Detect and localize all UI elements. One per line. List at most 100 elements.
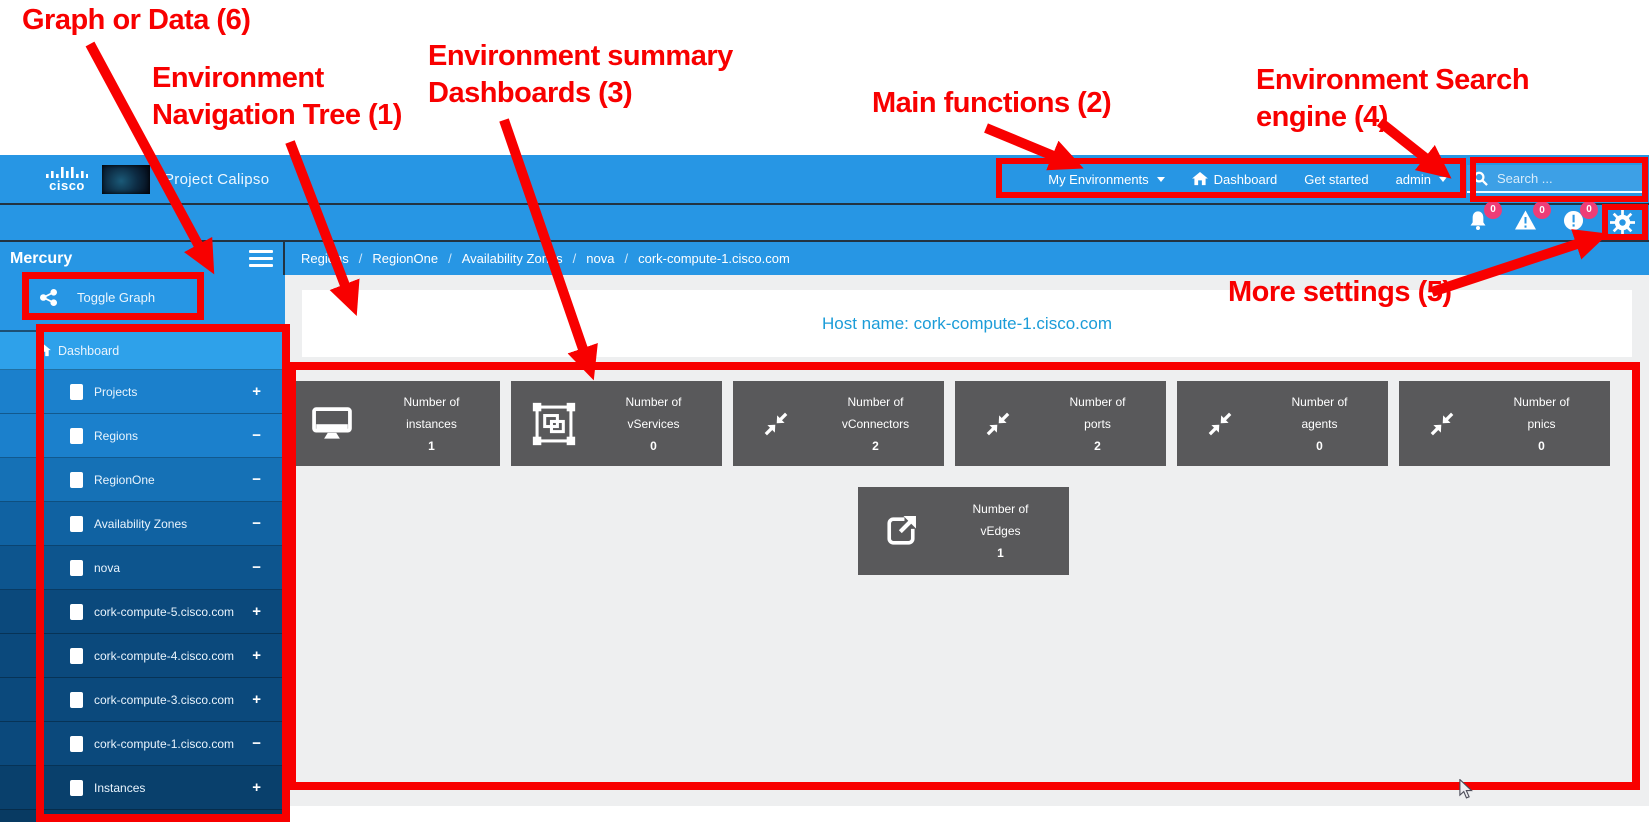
menu-admin[interactable]: admin [1396, 172, 1447, 187]
menu-get-started[interactable]: Get started [1304, 171, 1369, 187]
annotation-main-functions: Main functions (2) [872, 87, 1112, 119]
notification-count-badge: 0 [1484, 200, 1502, 219]
sidebar-item-partial [0, 810, 285, 822]
caret-down-icon [1156, 176, 1165, 182]
compress-arrows-icon [733, 409, 819, 439]
expand-icon[interactable]: + [252, 383, 261, 400]
sidebar-item-regionone[interactable]: RegionOne− [0, 458, 285, 502]
settings-gear-button[interactable] [1610, 210, 1635, 235]
sidebar-item-label: Projects [94, 384, 138, 399]
main-menu: My Environments Dashboard Get started ad… [1048, 172, 1447, 187]
annotation-nav-tree: Environment Navigation Tree (1) [152, 62, 402, 131]
annotation-more-settings: More settings (5) [1228, 276, 1452, 308]
card-count: 1 [428, 438, 435, 453]
breadcrumb-item-nova[interactable]: nova [586, 251, 615, 266]
collapse-icon[interactable]: − [252, 559, 261, 576]
sidebar-item-label: cork-compute-3.cisco.com [94, 692, 235, 707]
notification-warning-triangle[interactable]: 0 [1514, 201, 1551, 235]
collapse-icon[interactable]: − [252, 735, 261, 752]
card-line1: Number of [1513, 394, 1570, 409]
sidebar-item-availability-zones[interactable]: Availability Zones− [0, 502, 285, 546]
menu-dashboard[interactable]: Dashboard [1191, 172, 1277, 187]
search-input[interactable] [1495, 169, 1637, 187]
sidebar-item-label: cork-compute-1.cisco.com [94, 736, 235, 751]
sidebar-item-regions[interactable]: Regions− [0, 414, 285, 458]
compress-arrows-icon [1177, 409, 1263, 439]
document-icon [70, 603, 83, 620]
breadcrumb: Regions/RegionOne/Availability Zones/nov… [301, 251, 790, 266]
caret-down-icon [1439, 176, 1447, 182]
menu-my-environments[interactable]: My Environments [1048, 172, 1165, 187]
sidebar-item-label: cork-compute-4.cisco.com [94, 648, 235, 663]
sidebar-item-instances[interactable]: Instances + [0, 766, 285, 810]
sidebar-item-label: Instances [94, 780, 146, 795]
cisco-logo: cisco [46, 166, 88, 192]
card-line1: Number of [625, 394, 682, 409]
document-icon [70, 559, 83, 576]
card-line2: instances [406, 416, 457, 431]
breadcrumb-item-cork-compute-1-cisco-com[interactable]: cork-compute-1.cisco.com [638, 251, 790, 266]
card-line1: Number of [403, 394, 460, 409]
document-icon [70, 735, 83, 752]
card-count: 2 [872, 438, 879, 453]
sidebar-item-nova[interactable]: nova− [0, 546, 285, 590]
expand-icon[interactable]: + [252, 779, 261, 796]
expand-icon[interactable]: + [252, 603, 261, 620]
sidebar-item-cork-compute-1-cisco-com[interactable]: cork-compute-1.cisco.com − [0, 722, 285, 766]
card-line2: vEdges [980, 524, 1021, 538]
breadcrumb-bar: Regions/RegionOne/Availability Zones/nov… [285, 242, 1649, 275]
document-icon [70, 383, 83, 400]
brand-area: cisco Project Calipso [0, 164, 269, 194]
hamburger-menu-icon[interactable] [249, 250, 273, 267]
breadcrumb-item-availability-zones[interactable]: Availability Zones [461, 251, 563, 266]
document-icon [70, 647, 83, 664]
document-icon [70, 691, 83, 708]
toggle-graph-button[interactable]: Toggle Graph [0, 275, 285, 306]
document-icon [70, 515, 83, 532]
calipso-logo-image [102, 164, 150, 194]
document-icon [70, 471, 83, 488]
expand-icon[interactable]: + [252, 691, 261, 708]
breadcrumb-item-regionone[interactable]: RegionOne [372, 251, 439, 266]
sidebar-item-projects[interactable]: Projects + [0, 370, 285, 414]
collapse-icon[interactable]: − [252, 515, 261, 532]
notification-error-circle[interactable]: 0 [1563, 200, 1598, 236]
card-line1: Number of [847, 394, 904, 409]
toggle-graph-section: Toggle Graph [0, 275, 285, 332]
bell-icon [1468, 210, 1488, 236]
breadcrumb-item-regions[interactable]: Regions [301, 251, 349, 266]
error-circle-icon [1563, 210, 1584, 236]
document-icon [70, 779, 83, 796]
annotation-graph-or-data: Graph or Data (6) [22, 4, 251, 36]
card-count: 1 [997, 546, 1004, 560]
card-number-of-instances[interactable]: Number of instances 1 [289, 381, 500, 466]
object-group-icon [511, 402, 597, 446]
sidebar-item-cork-compute-5-cisco-com[interactable]: cork-compute-5.cisco.com+ [0, 590, 285, 634]
collapse-icon[interactable]: − [252, 427, 261, 444]
expand-icon[interactable]: + [252, 647, 261, 664]
menu-admin-label: admin [1395, 171, 1431, 187]
home-icon [1191, 172, 1208, 186]
collapse-icon[interactable]: − [252, 471, 261, 488]
notification-count-badge: 0 [1533, 201, 1551, 219]
sidebar-item-dashboard[interactable]: Dashboard [0, 332, 285, 370]
card-line2: agents [1301, 416, 1338, 431]
external-link-icon [858, 513, 944, 549]
notification-bell[interactable]: 0 [1468, 200, 1502, 236]
sidebar-item-cork-compute-4-cisco-com[interactable]: cork-compute-4.cisco.com + [0, 634, 285, 678]
breadcrumb-separator: / [572, 251, 577, 266]
sidebar-item-cork-compute-3-cisco-com[interactable]: cork-compute-3.cisco.com + [0, 678, 285, 722]
search-box [1467, 165, 1643, 193]
